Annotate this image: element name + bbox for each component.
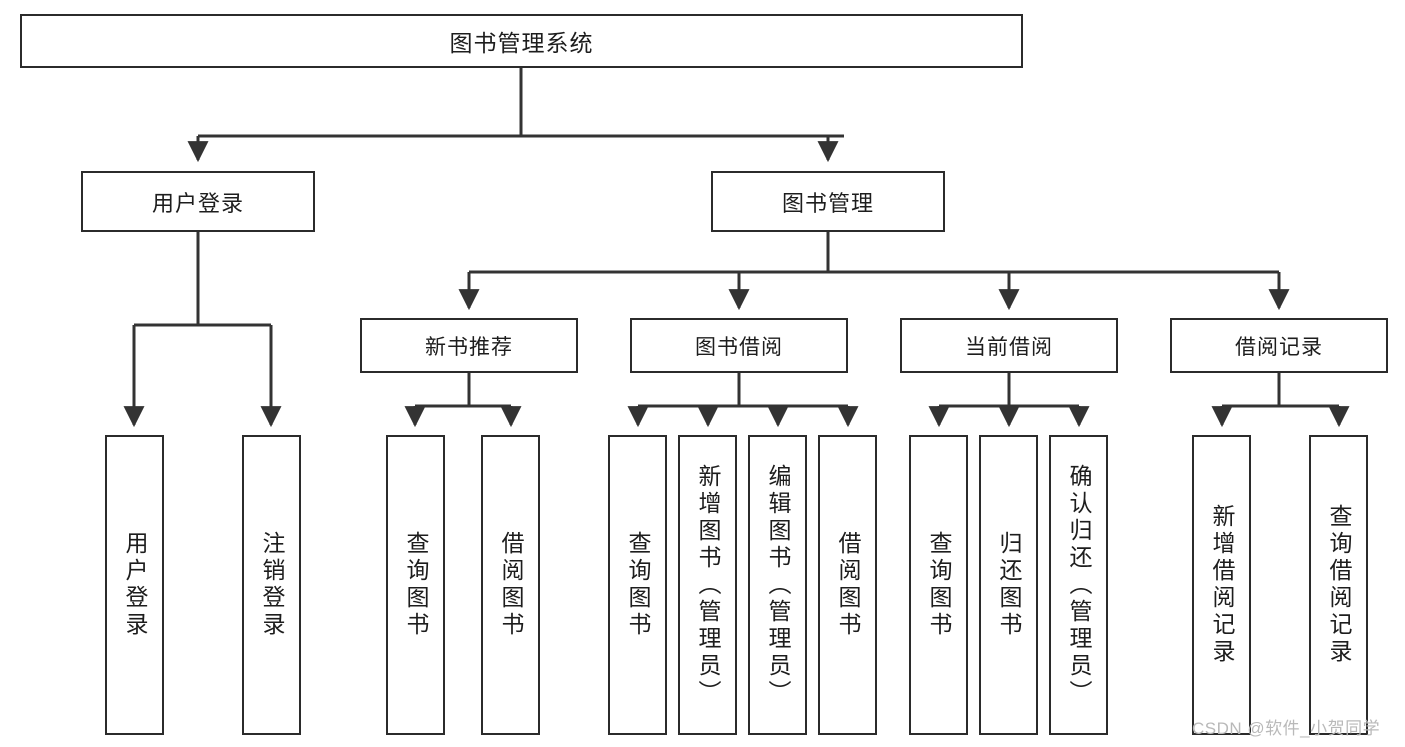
node-book-borrow[interactable]: 图书借阅 [630, 318, 848, 373]
leaf-borrow-query-book[interactable]: 查询图书 [608, 435, 667, 735]
leaf-borrow-edit-book-admin[interactable]: 编辑图书（管理员） [748, 435, 807, 735]
leaf-user-login-signout[interactable]: 注销登录 [242, 435, 301, 735]
leaf-record-add[interactable]: 新增借阅记录 [1192, 435, 1251, 735]
node-root-system[interactable]: 图书管理系统 [20, 14, 1023, 68]
leaf-borrow-add-book-admin[interactable]: 新增图书（管理员） [678, 435, 737, 735]
csdn-watermark: CSDN @软件_小贺同学 [1192, 719, 1381, 738]
leaf-borrow-borrow-book[interactable]: 借阅图书 [818, 435, 877, 735]
node-current-borrow[interactable]: 当前借阅 [900, 318, 1118, 373]
leaf-record-query[interactable]: 查询借阅记录 [1309, 435, 1368, 735]
node-user-login[interactable]: 用户登录 [81, 171, 315, 232]
node-book-management[interactable]: 图书管理 [711, 171, 945, 232]
leaf-user-login-signin[interactable]: 用户登录 [105, 435, 164, 735]
node-borrow-record[interactable]: 借阅记录 [1170, 318, 1388, 373]
leaf-new-book-borrow[interactable]: 借阅图书 [481, 435, 540, 735]
node-new-book-recommend[interactable]: 新书推荐 [360, 318, 578, 373]
leaf-current-return-book[interactable]: 归还图书 [979, 435, 1038, 735]
leaf-current-confirm-return-admin[interactable]: 确认归还（管理员） [1049, 435, 1108, 735]
leaf-current-query-book[interactable]: 查询图书 [909, 435, 968, 735]
leaf-new-book-query[interactable]: 查询图书 [386, 435, 445, 735]
